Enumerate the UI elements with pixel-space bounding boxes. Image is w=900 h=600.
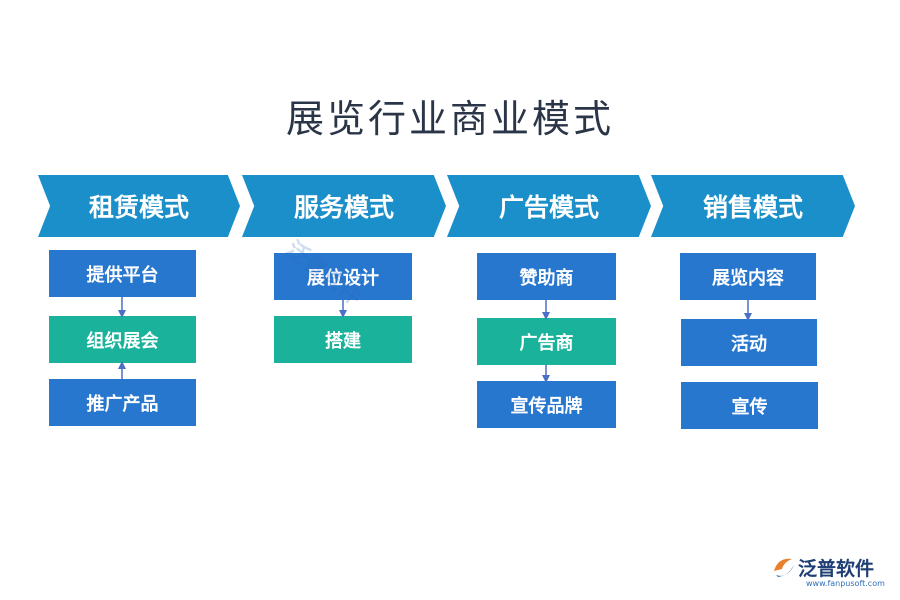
node-organize-exhibition: 组织展会 (49, 316, 196, 363)
logo-url: www.fanpusoft.com (806, 579, 885, 588)
header-service-mode: 服务模式 (242, 175, 446, 237)
node-provide-platform: 提供平台 (49, 250, 196, 297)
node-booth-design: 展位设计 (274, 253, 412, 300)
brand-logo: 泛普软件 www.fanpusoft.com (770, 553, 895, 593)
node-activities: 活动 (681, 319, 817, 366)
page-title: 展览行业商业模式 (285, 97, 614, 141)
node-promote-products: 推广产品 (49, 379, 196, 426)
logo-name: 泛普软件 (798, 558, 875, 580)
header-rental-mode: 租赁模式 (38, 175, 240, 237)
node-sponsors: 赞助商 (477, 253, 616, 300)
node-advertisers: 广告商 (477, 318, 616, 365)
node-exhibition-content: 展览内容 (680, 253, 816, 300)
node-publicity: 宣传 (681, 382, 818, 429)
header-sales-mode: 销售模式 (651, 175, 855, 237)
logo-icon (774, 558, 794, 577)
node-construction: 搭建 (274, 316, 412, 363)
node-brand-promotion: 宣传品牌 (477, 381, 616, 428)
header-advertising-mode: 广告模式 (447, 175, 651, 237)
